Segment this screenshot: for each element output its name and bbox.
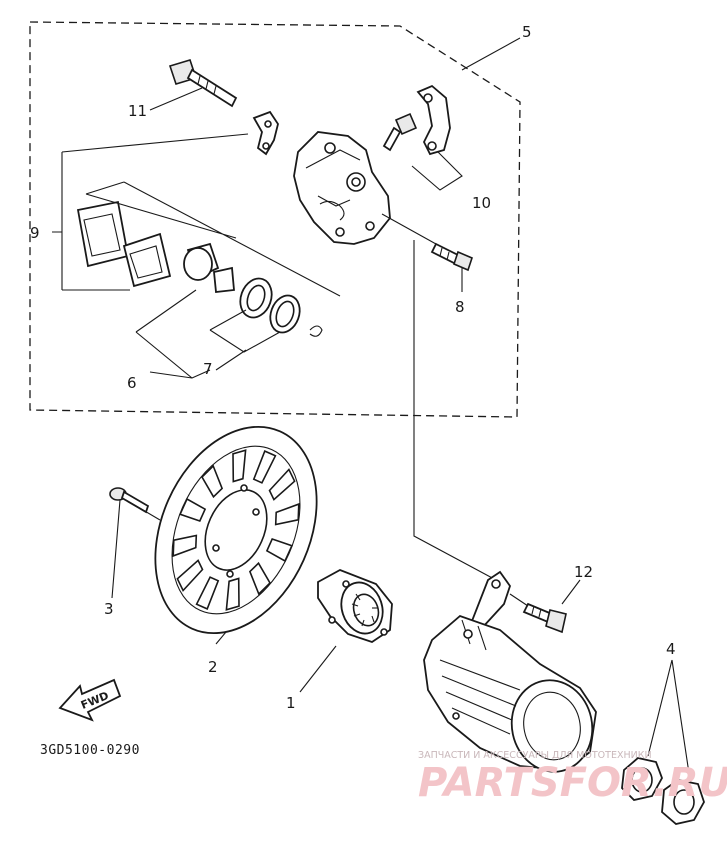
leader-line-3 [111, 499, 161, 599]
callout-11: 11 [128, 102, 147, 120]
hose-guide-10 [416, 84, 451, 156]
bolt-8 [430, 242, 473, 272]
watermark-tagline: ЗАПЧАСТИ И АКСЕССУАРЫ ДЛЯ МОТОТЕХНИКИ [418, 750, 652, 761]
brake-pad-9-front [76, 200, 130, 268]
seal-7-inner [269, 294, 301, 334]
nut-4-upper [621, 757, 663, 801]
caliper-assembly-boundary [29, 21, 521, 418]
nut-4-lower [661, 779, 705, 825]
bolt-11 [168, 59, 238, 108]
disc-vent-slot [225, 577, 240, 611]
disc-vent-slot [265, 538, 293, 563]
disc-vent-slot [232, 449, 247, 483]
assembly-guide-line [381, 213, 497, 581]
disc-vent-slots [172, 449, 300, 611]
leader-line-2 [215, 631, 227, 645]
leader-line-4 [647, 659, 691, 781]
drawing-code: 3GD5100-0290 [40, 743, 140, 758]
callout-8: 8 [455, 298, 465, 316]
bolt-12 [522, 602, 567, 634]
callout-3: 3 [104, 600, 114, 618]
disc-vent-slot [252, 450, 277, 484]
disc-screw-3 [109, 487, 150, 514]
watermark-brand: PARTSFOR.RU [418, 760, 727, 806]
disc-vent-slot [176, 559, 204, 592]
seal-7-outer [239, 277, 273, 319]
disc-vent-slot [195, 576, 220, 610]
callout-10: 10 [472, 194, 491, 212]
forward-direction-arrow: FWD [58, 678, 122, 722]
caliper-body [293, 131, 391, 245]
leader-line-7 [209, 309, 281, 371]
leader-line-12 [509, 579, 581, 607]
callout-9: 9 [30, 224, 40, 242]
disc-vent-slot [200, 464, 224, 499]
bleed-screw [382, 112, 418, 152]
disc-vent-slot [274, 502, 300, 526]
callout-2: 2 [208, 658, 218, 676]
disc-vent-slot [179, 497, 207, 522]
callout-5: 5 [522, 23, 532, 41]
disc-vent-slot [248, 561, 272, 596]
leader-line-1 [299, 645, 337, 693]
brake-pad-9-rear [122, 232, 172, 288]
callout-4: 4 [666, 640, 676, 658]
hub-adapter-1 [317, 569, 393, 643]
piston-6 [183, 242, 235, 293]
caliper-bracket [468, 570, 511, 629]
callout-6: 6 [127, 374, 137, 392]
disc-vent-slot [268, 468, 296, 501]
leader-line-11 [149, 87, 203, 111]
hub-spline-teeth [351, 593, 378, 627]
callout-12: 12 [574, 563, 593, 581]
leader-line-10 [411, 151, 463, 191]
leader-line-6 [135, 289, 211, 379]
leader-line-5 [461, 37, 521, 71]
callout-7: 7 [203, 360, 213, 378]
pad-clip [252, 110, 279, 156]
disc-vent-slot [172, 534, 198, 558]
leader-line-9 [52, 133, 341, 297]
rear-hub-housing [423, 614, 597, 773]
callout-1: 1 [286, 694, 296, 712]
brake-disc-2 [154, 425, 318, 635]
retaining-ring [309, 325, 323, 337]
